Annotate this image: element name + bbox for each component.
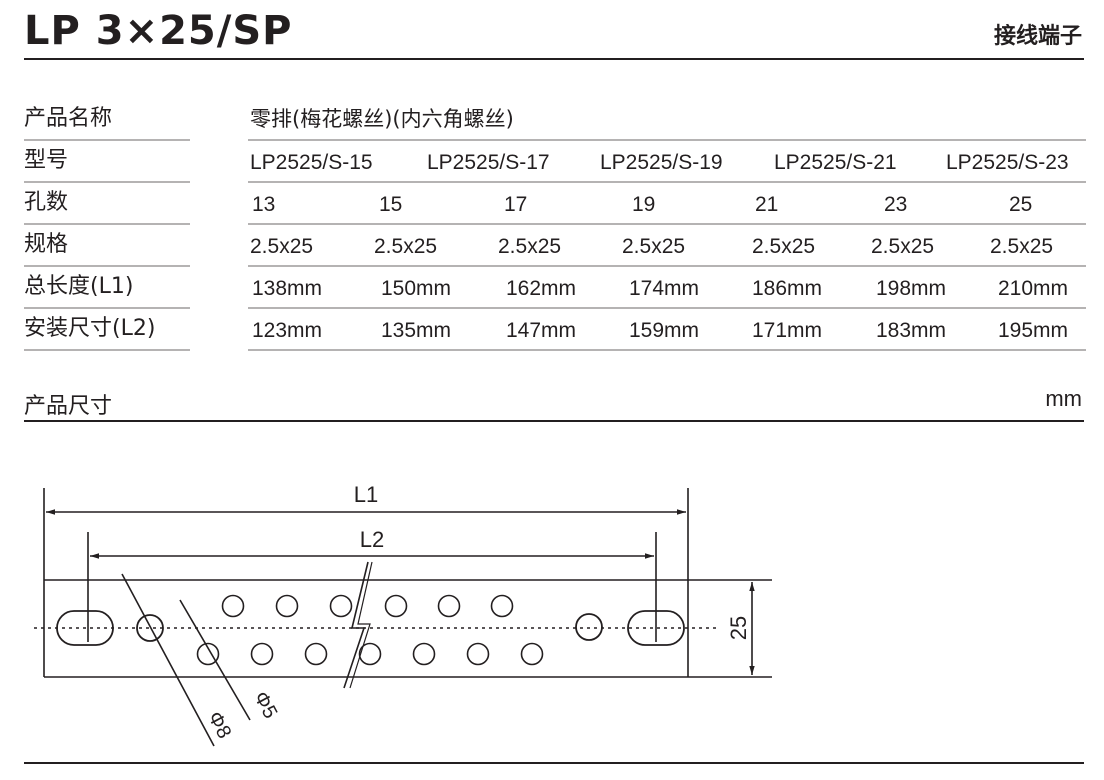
small-hole	[490, 594, 514, 618]
section-divider	[24, 420, 1084, 422]
table-cell: 186mm	[752, 277, 823, 300]
row-cells: 2.5x25 2.5x25 2.5x25 2.5x25 2.5x25 2.5x2…	[248, 225, 1086, 267]
table-cell: 147mm	[506, 319, 577, 342]
table-cell: 2.5x25	[498, 235, 562, 258]
table-row-spec: 规格 2.5x25 2.5x25 2.5x25 2.5x25 2.5x25 2.…	[24, 225, 1090, 267]
l1-label: L1	[354, 482, 378, 507]
table-cell: 2.5x25	[250, 235, 314, 258]
row-cells: LP2525/S-15 LP2525/S-17 LP2525/S-19 LP25…	[248, 141, 1086, 183]
row-label: 孔数	[24, 183, 190, 225]
table-cell: 159mm	[629, 319, 700, 342]
row-label: 规格	[24, 225, 190, 267]
slot-hole-right	[627, 610, 685, 646]
table-cell: 21	[755, 193, 779, 216]
table-cell: LP2525/S-23	[946, 151, 1069, 174]
table-cell: 2.5x25	[374, 235, 438, 258]
row-label: 安装尺寸(L2)	[24, 309, 190, 351]
table-cell: 23	[884, 193, 908, 216]
table-row-install-size: 安装尺寸(L2) 123mm 135mm 147mm 159mm 171mm 1…	[24, 309, 1090, 351]
table-row-product-name: 产品名称 零排(梅花螺丝)(内六角螺丝)	[24, 99, 1090, 141]
small-hole	[196, 642, 220, 666]
table-row-model: 型号 LP2525/S-15 LP2525/S-17 LP2525/S-19 L…	[24, 141, 1090, 183]
unit-label: mm	[1045, 386, 1082, 411]
small-hole	[520, 642, 544, 666]
small-hole-leader-line	[179, 599, 251, 721]
table-cell: 2.5x25	[622, 235, 686, 258]
spec-table: 产品名称 零排(梅花螺丝)(内六角螺丝) 型号 LP2525/S-15 LP25…	[24, 99, 1090, 351]
table-cell: 135mm	[381, 319, 452, 342]
table-cell: 17	[504, 193, 528, 216]
break-mark	[343, 561, 369, 689]
table-cell: 150mm	[381, 277, 452, 300]
table-cell: 2.5x25	[990, 235, 1054, 258]
large-hole	[136, 614, 164, 642]
table-cell: 195mm	[998, 319, 1069, 342]
row-cells: 123mm 135mm 147mm 159mm 171mm 183mm 195m…	[248, 309, 1086, 351]
title-divider	[24, 58, 1084, 60]
table-cell: LP2525/S-15	[250, 151, 373, 174]
large-hole	[575, 613, 603, 641]
product-category: 接线端子	[993, 24, 1082, 49]
table-cell: 174mm	[629, 277, 700, 300]
table-cell: 171mm	[752, 319, 823, 342]
table-cell: 2.5x25	[871, 235, 935, 258]
row-label: 总长度(L1)	[24, 267, 190, 309]
small-hole	[358, 642, 382, 666]
section-label-dimensions: 产品尺寸	[24, 394, 113, 419]
table-cell: LP2525/S-17	[427, 151, 550, 174]
page-title: LP 3×25/SP	[24, 8, 293, 54]
row-cells: 零排(梅花螺丝)(内六角螺丝)	[248, 99, 1086, 141]
table-cell: 25	[1009, 193, 1033, 216]
row-label: 产品名称	[24, 99, 190, 141]
small-hole	[275, 594, 299, 618]
table-cell: 2.5x25	[752, 235, 816, 258]
table-cell: 15	[379, 193, 403, 216]
l2-label: L2	[360, 527, 384, 552]
table-cell: 138mm	[252, 277, 323, 300]
table-row-hole-count: 孔数 13 15 17 19 21 23 25	[24, 183, 1090, 225]
small-hole-diameter-label: Φ5	[249, 688, 281, 722]
large-hole-leader-line	[121, 573, 215, 747]
table-cell: LP2525/S-21	[774, 151, 897, 174]
small-hole	[466, 642, 490, 666]
small-hole	[412, 642, 436, 666]
table-row-total-length: 总长度(L1) 138mm 150mm 162mm 174mm 186mm 19…	[24, 267, 1090, 309]
table-cell: 123mm	[252, 319, 323, 342]
table-cell: 162mm	[506, 277, 577, 300]
table-cell: LP2525/S-19	[600, 151, 723, 174]
small-hole	[384, 594, 408, 618]
table-cell: 19	[632, 193, 656, 216]
table-cell: 210mm	[998, 277, 1069, 300]
small-hole	[221, 594, 245, 618]
row-cells: 138mm 150mm 162mm 174mm 186mm 198mm 210m…	[248, 267, 1086, 309]
large-hole-diameter-label: Φ8	[203, 708, 235, 742]
small-hole	[329, 594, 353, 618]
height-label: 25	[726, 616, 751, 640]
table-cell: 183mm	[876, 319, 947, 342]
table-cell: 零排(梅花螺丝)(内六角螺丝)	[250, 107, 514, 131]
table-cell: 198mm	[876, 277, 947, 300]
small-hole	[304, 642, 328, 666]
footer-divider	[24, 762, 1084, 764]
break-mark	[349, 561, 373, 689]
table-cell: 13	[252, 193, 276, 216]
row-cells: 13 15 17 19 21 23 25	[248, 183, 1086, 225]
small-hole	[250, 642, 274, 666]
small-hole	[437, 594, 461, 618]
slot-hole-left	[56, 610, 114, 646]
row-label: 型号	[24, 141, 190, 183]
